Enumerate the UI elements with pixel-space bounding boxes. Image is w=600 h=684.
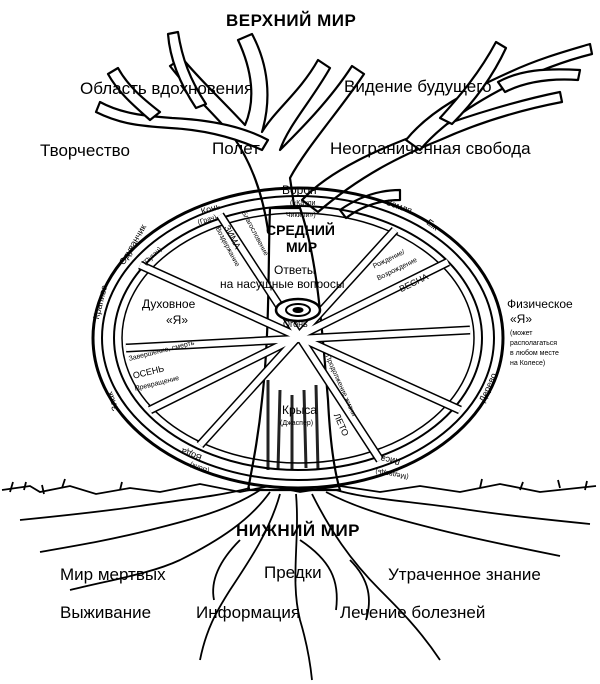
raven-label: Ворон <box>282 183 317 197</box>
upper-world-item-flight: Полет <box>212 139 260 158</box>
upper-world-item-inspiration: Область вдохновения <box>80 79 254 98</box>
raven-note-line1: («Каули <box>290 200 316 207</box>
physical-self-line1: Физическое <box>507 297 573 311</box>
upper-world-item-future-vision: Видение будущего <box>344 77 492 96</box>
medicine-wheel <box>91 186 505 490</box>
spiritual-self-line2: «Я» <box>166 313 189 327</box>
rat-note: (Джаспер) <box>280 420 314 427</box>
lower-world-item-ancestors: Предки <box>264 563 322 582</box>
middle-world-title-line2: МИР <box>286 239 318 255</box>
middle-world-title-line1: СРЕДНИЙ <box>266 222 335 238</box>
physical-self-line2: «Я» <box>510 312 533 326</box>
ground-line <box>1 478 597 495</box>
lower-world-item-dead: Мир мертвых <box>60 565 166 584</box>
fire-label: Огонь <box>283 319 308 329</box>
lower-world-title: НИЖНИЙ МИР <box>236 521 361 540</box>
rat-label: Крыса <box>282 403 317 417</box>
physical-self-note-line2: располагаться <box>510 340 558 347</box>
spiritual-self-line1: Духовное <box>142 297 196 311</box>
answers-line1: Ответы <box>274 263 316 277</box>
raven-note-line2: Чикили») <box>286 212 316 219</box>
tree-roots <box>19 487 591 681</box>
physical-self-note-line3: в любом месте <box>510 350 559 357</box>
tree-branches <box>94 30 594 234</box>
upper-world-title: ВЕРХНИЙ МИР <box>226 11 357 30</box>
upper-world-item-unlimited-freedom: Неограниченная свобода <box>330 139 531 158</box>
upper-world-item-creativity: Творчество <box>40 141 130 160</box>
physical-self-note-line1: (может <box>510 330 533 337</box>
lower-world-item-lost-knowledge: Утраченное знание <box>388 565 541 584</box>
lower-world-item-survival: Выживание <box>60 603 152 622</box>
answers-line2: на насущные вопросы <box>220 277 345 291</box>
physical-self-note-line4: на Колесе) <box>510 360 546 367</box>
lower-world-item-healing: Лечение болезней <box>340 603 486 622</box>
lower-world-item-information: Информация <box>196 603 301 622</box>
